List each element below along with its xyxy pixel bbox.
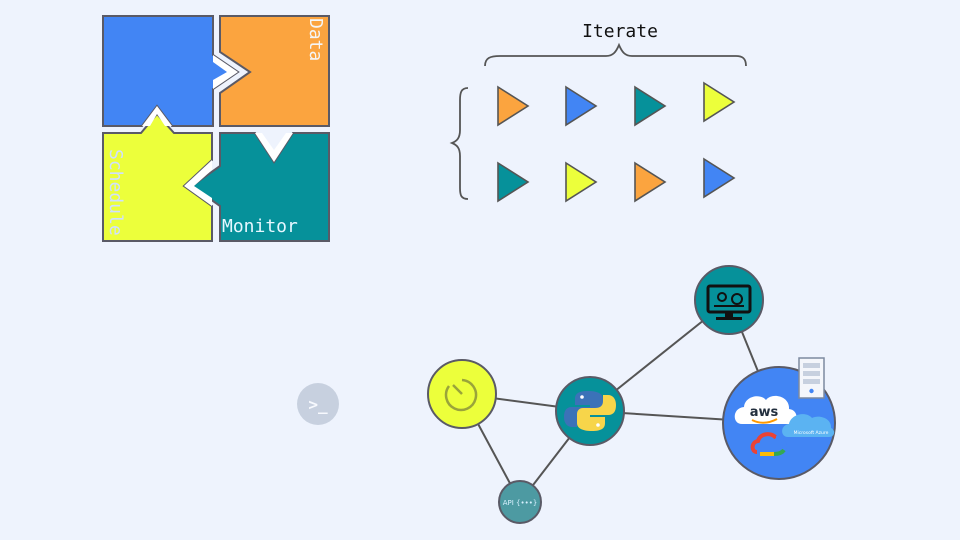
triangle-grid xyxy=(497,81,736,203)
puzzle-graphic: Data Schedule Monitor xyxy=(102,15,330,242)
python-logo-icon xyxy=(564,391,616,431)
puzzle-tab xyxy=(213,55,238,89)
aws-smile-icon xyxy=(751,418,778,424)
iterate-title: Iterate xyxy=(582,21,658,42)
monitor-label: Monitor xyxy=(222,216,298,237)
play-triangle-orange xyxy=(497,85,530,127)
vertical-brace xyxy=(449,87,469,200)
server-icon xyxy=(798,357,825,399)
cloud-node: aws Microsoft Azure xyxy=(722,357,836,480)
timer-icon xyxy=(444,378,478,412)
azure-label: Microsoft Azure xyxy=(794,430,829,436)
play-triangle-yellow xyxy=(565,161,598,203)
network-graph: >_ xyxy=(297,265,836,524)
terminal-node: >_ xyxy=(297,383,339,425)
aws-cloud-icon xyxy=(734,395,797,424)
play-triangle-teal xyxy=(634,85,667,127)
azure-cloud-icon xyxy=(782,414,835,437)
schedule-label: Schedule xyxy=(105,149,126,236)
api-label: API {•••} xyxy=(503,499,538,507)
google-cloud-icon xyxy=(750,432,787,456)
terminal-icon: >_ xyxy=(308,395,328,414)
puzzle-tab xyxy=(184,160,212,206)
play-triangle-yellow xyxy=(703,81,736,123)
play-triangle-teal xyxy=(497,161,530,203)
data-label: Data xyxy=(305,18,326,61)
aws-label: aws xyxy=(750,405,779,420)
monitor-node xyxy=(694,265,764,335)
puzzle-piece-orange xyxy=(219,15,330,127)
monitor-dashboard-icon xyxy=(706,284,752,320)
puzzle-piece-blue xyxy=(102,15,240,127)
puzzle-tab xyxy=(142,106,172,126)
iterate-group: Iterate xyxy=(449,21,747,203)
horizontal-brace xyxy=(484,42,747,67)
puzzle-tab xyxy=(255,133,293,162)
api-node: API {•••} xyxy=(498,480,542,524)
play-triangle-blue xyxy=(565,85,598,127)
play-triangle-orange xyxy=(634,161,667,203)
play-triangle-blue xyxy=(703,157,736,199)
python-node xyxy=(555,376,625,446)
timer-node xyxy=(427,359,497,429)
